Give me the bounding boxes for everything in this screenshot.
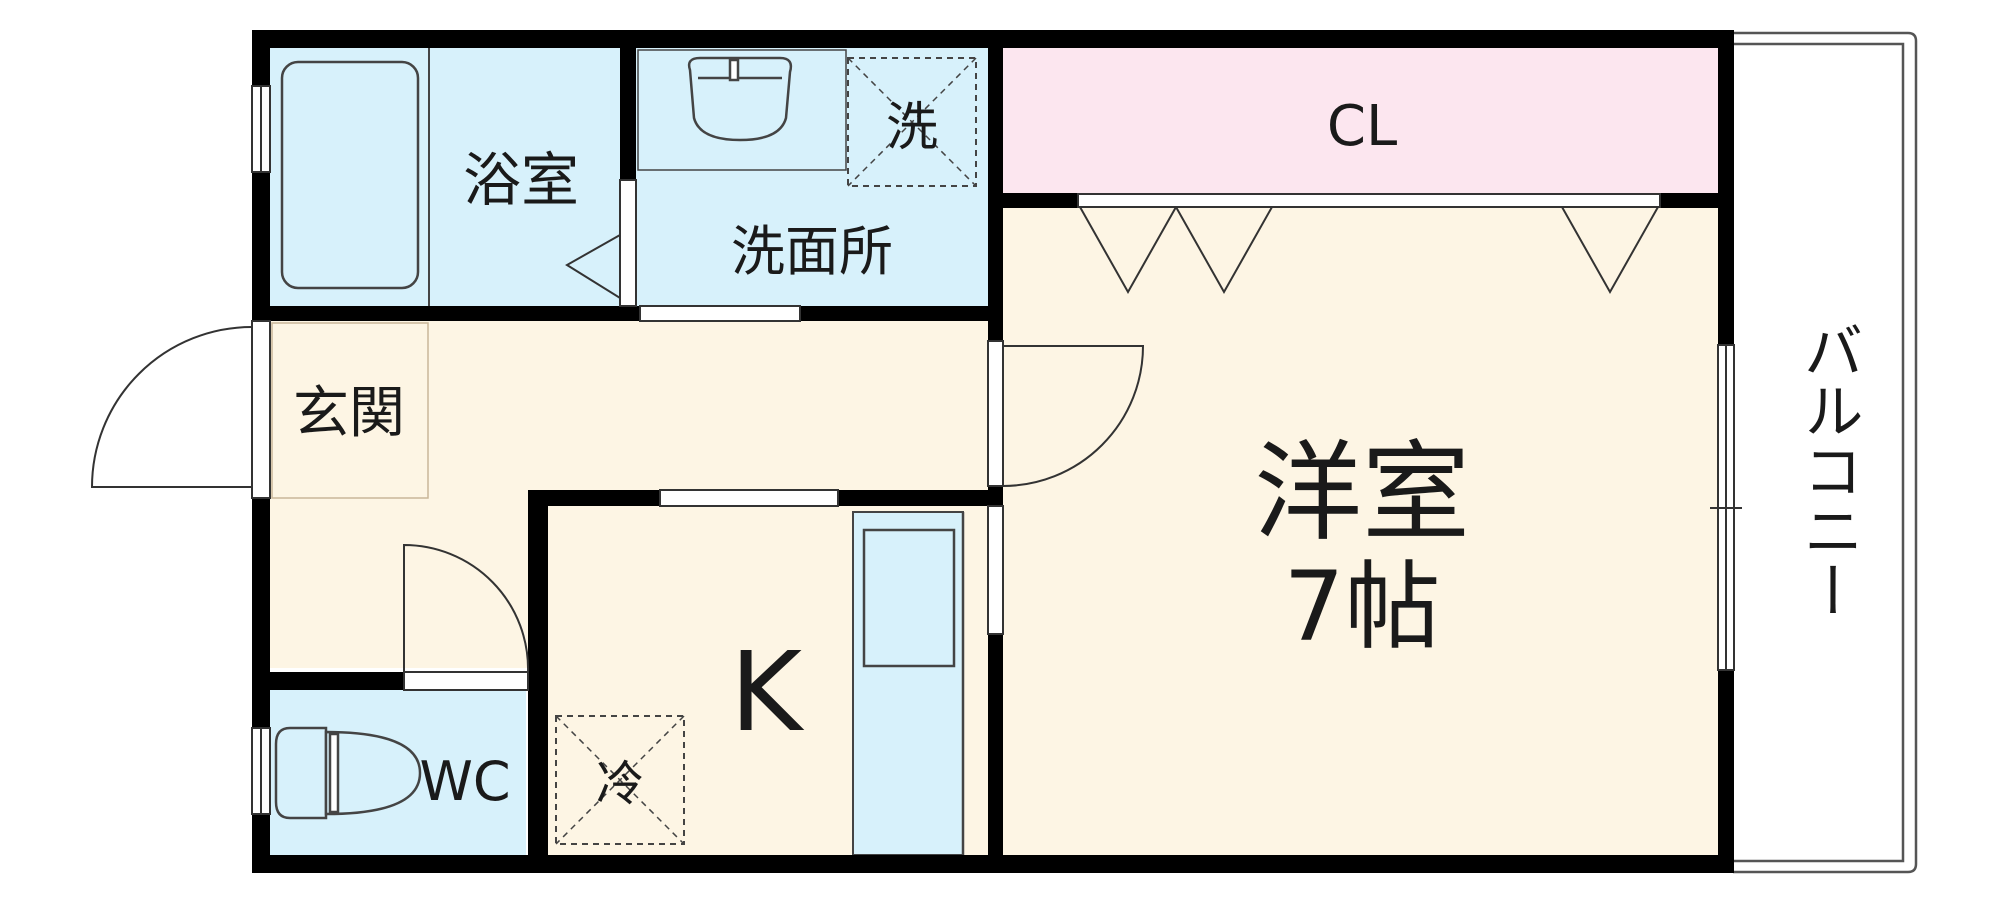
room-door-gap	[987, 340, 1004, 487]
toilet-label: WC	[419, 750, 510, 813]
balcony-label: バルコニー	[1793, 320, 1863, 620]
closet-label: CL	[1327, 94, 1397, 159]
western-room-label: 洋室	[1254, 431, 1470, 556]
toilet-door-gap	[403, 671, 529, 691]
closet-floor	[1003, 48, 1718, 193]
wall-bath-hall	[252, 306, 1003, 321]
western-room-floor	[1003, 208, 1718, 855]
balcony-outline	[1733, 31, 1918, 874]
room-labels: 浴室 洗面所 洗 CL 洋室 7帖 玄関 K 冷 WC バルコニー	[293, 94, 1863, 813]
fixtures	[274, 48, 977, 855]
bathtub	[280, 60, 420, 290]
toilet-bowl	[324, 730, 422, 816]
closet-door-left-1	[1079, 206, 1177, 295]
room-kitchen-gap	[987, 505, 1004, 635]
washroom-bottom-opening	[639, 305, 801, 322]
faucet	[728, 58, 740, 82]
kitchen-label: K	[730, 628, 805, 756]
fridge-space	[555, 715, 685, 845]
kitchen-sink	[862, 528, 956, 668]
entrance-door-swing	[90, 326, 253, 488]
washroom-door-swing	[565, 233, 621, 300]
sink-counter	[637, 49, 847, 171]
doors	[90, 206, 1659, 673]
washroom-label: 洗面所	[731, 220, 893, 283]
openings	[251, 85, 1742, 815]
toilet-seat-hinge	[328, 732, 340, 814]
entrance-step-area	[271, 322, 429, 499]
room-door-swing	[1002, 345, 1145, 487]
closet-door-left-2	[1175, 206, 1273, 295]
fridge-label: 冷	[596, 756, 644, 812]
toilet-door-swing	[403, 543, 530, 673]
washer-label: 洗	[886, 98, 938, 158]
toilet	[274, 726, 328, 820]
closet-door-rail	[1077, 193, 1661, 208]
balcony-inner-line	[1733, 42, 1905, 863]
washroom-door-gap	[619, 179, 637, 307]
kitchen-top-opening	[659, 489, 839, 507]
western-room-size: 7帖	[1283, 551, 1440, 663]
wash-basin	[687, 56, 793, 142]
closet-door-right	[1561, 206, 1659, 295]
bath-label: 浴室	[463, 146, 579, 214]
entrance-label: 玄関	[293, 381, 405, 446]
bath-tub-partition	[428, 48, 430, 306]
wall-bath-inner-left	[262, 48, 270, 50]
entrance-door-gap	[251, 320, 271, 499]
wall-left-upper	[252, 30, 270, 321]
balcony	[1733, 31, 1918, 874]
